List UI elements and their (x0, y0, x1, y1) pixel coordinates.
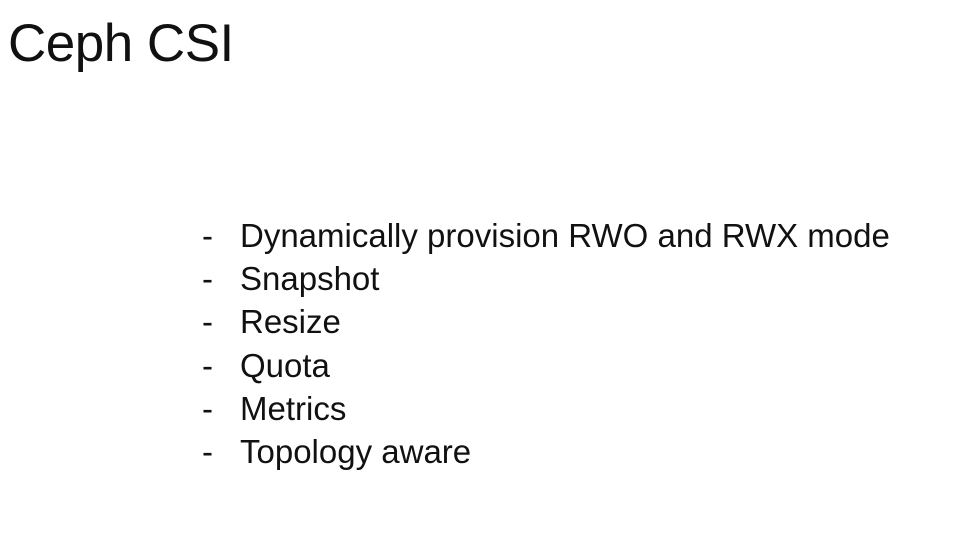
list-item: - Metrics (202, 387, 890, 430)
list-item: - Resize (202, 300, 890, 343)
bullet-marker: - (202, 303, 213, 341)
list-item-text: Quota (240, 346, 330, 384)
list-item: - Quota (202, 344, 890, 387)
slide-title: Ceph CSI (8, 14, 234, 73)
list-item-text: Resize (240, 303, 341, 341)
bullet-marker: - (202, 432, 213, 470)
list-item-text: Topology aware (240, 432, 472, 470)
feature-list: - Dynamically provision RWO and RWX mode… (202, 214, 890, 473)
list-item-text: Dynamically provision RWO and RWX mode (240, 217, 890, 254)
list-item: - Topology aware (202, 430, 890, 473)
bullet-marker: - (202, 346, 213, 384)
list-item-text: Metrics (240, 389, 347, 427)
bullet-marker: - (202, 389, 213, 427)
bullet-marker: - (202, 260, 213, 298)
list-item: - Dynamically provision RWO and RWX mode (202, 214, 890, 257)
list-item: - Snapshot (202, 257, 890, 300)
list-item-text: Snapshot (240, 260, 380, 298)
bullet-marker: - (202, 217, 213, 254)
